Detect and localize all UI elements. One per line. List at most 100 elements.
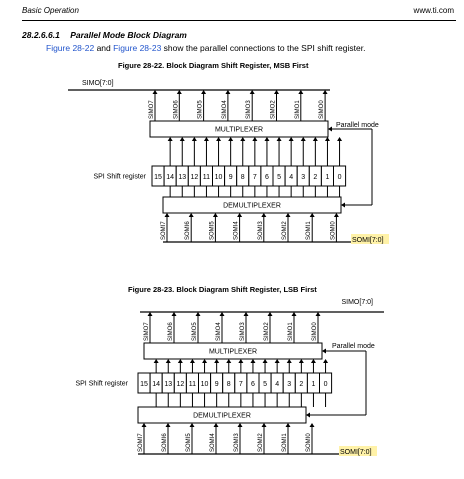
simo-pin-arrow-0-head bbox=[147, 312, 153, 316]
somi-pin-label: SOMI6 bbox=[162, 433, 168, 452]
somi-pin-arrow-7-head bbox=[309, 423, 315, 427]
somi-pin-arrow-5-head bbox=[285, 213, 291, 217]
simo-pin-arrow-1-head bbox=[171, 312, 177, 316]
header-site-link[interactable]: www.ti.com bbox=[413, 6, 454, 15]
somi-pin-label: SOMI7 bbox=[138, 433, 144, 452]
mux-to-reg-link-5-head bbox=[202, 359, 208, 363]
somi-bus-highlight bbox=[351, 234, 389, 244]
shift-register-bit-label: 14 bbox=[152, 381, 160, 388]
figure-caption-msb: Figure 28-22. Block Diagram Shift Regist… bbox=[118, 61, 309, 70]
simo-pin-label: SIMO6 bbox=[168, 322, 174, 341]
simo-pin-arrow-5-head bbox=[267, 312, 273, 316]
shift-register-bit-label: 7 bbox=[253, 174, 257, 181]
mux-to-reg-link-15-head bbox=[337, 137, 343, 141]
somi-pin-arrow-7-head bbox=[333, 213, 339, 217]
shift-register-bit-label: 10 bbox=[215, 174, 223, 181]
simo-pin-arrow-2-head bbox=[195, 312, 201, 316]
somi-pin-label: SOMI0 bbox=[330, 221, 336, 240]
mux-to-reg-link-10-head bbox=[262, 359, 268, 363]
simo-bus-label: SIMO[7:0] bbox=[341, 299, 373, 306]
section-title: Parallel Mode Block Diagram bbox=[70, 30, 187, 40]
figure-caption-lsb: Figure 28-23. Block Diagram Shift Regist… bbox=[128, 285, 317, 294]
shift-register-bit-label: 2 bbox=[313, 174, 317, 181]
mux-to-reg-link-3-head bbox=[191, 137, 197, 141]
shift-register-bit-label: 3 bbox=[287, 381, 291, 388]
demultiplexer-box bbox=[162, 196, 342, 214]
simo-pin-arrow-3-head bbox=[219, 312, 225, 316]
somi-bus-label: SOMI[7:0] bbox=[340, 449, 372, 456]
simo-pin-label: SIMO2 bbox=[271, 100, 277, 119]
somi-pin-label: SOMI1 bbox=[282, 433, 288, 452]
mux-to-reg-link-15-head bbox=[323, 359, 329, 363]
somi-pin-arrow-6-head bbox=[309, 213, 315, 217]
mux-to-reg-link-4-head bbox=[189, 359, 195, 363]
parallel-mode-demux-arrow-head bbox=[341, 202, 345, 208]
mux-to-reg-link-7-head bbox=[226, 359, 232, 363]
somi-pin-arrow-4-head bbox=[237, 423, 243, 427]
shift-register-bit-label: 9 bbox=[229, 174, 233, 181]
section-heading: 28.2.6.6.1 Parallel Mode Block Diagram bbox=[22, 30, 187, 40]
somi-pin-label: SOMI4 bbox=[234, 221, 240, 240]
parallel-mode-mux-arrow-head bbox=[322, 348, 326, 354]
simo-pin-arrow-3-head bbox=[225, 90, 231, 94]
somi-pin-arrow-6-head bbox=[285, 423, 291, 427]
simo-pin-arrow-0-head bbox=[152, 90, 158, 94]
shift-register-bit-label: 11 bbox=[203, 174, 210, 181]
shift-register-bit-label: 9 bbox=[215, 381, 219, 388]
simo-pin-label: SIMO0 bbox=[319, 100, 325, 119]
simo-bus-label: SIMO[7:0] bbox=[82, 80, 114, 87]
somi-pin-label: SOMI6 bbox=[185, 221, 191, 240]
somi-pin-arrow-0-head bbox=[141, 423, 147, 427]
simo-pin-label: SIMO2 bbox=[264, 322, 270, 341]
simo-pin-label: SIMO1 bbox=[288, 322, 294, 341]
shift-register-bit-label: 8 bbox=[241, 174, 245, 181]
mux-to-reg-link-6-head bbox=[214, 359, 220, 363]
simo-pin-arrow-4-head bbox=[249, 90, 255, 94]
somi-pin-label: SOMI1 bbox=[306, 221, 312, 240]
shift-register-bit-label: 13 bbox=[178, 174, 186, 181]
shift-register-bit-label: 5 bbox=[277, 174, 281, 181]
section-number: 28.2.6.6.1 bbox=[22, 30, 60, 40]
somi-pin-label: SOMI5 bbox=[209, 221, 215, 240]
mux-to-reg-link-8-head bbox=[238, 359, 244, 363]
somi-pin-label: SOMI2 bbox=[258, 433, 264, 452]
mux-to-reg-link-10-head bbox=[276, 137, 282, 141]
simo-pin-label: SIMO4 bbox=[216, 322, 222, 341]
demultiplexer-label: DEMULTIPLEXER bbox=[223, 203, 281, 210]
simo-pin-arrow-7-head bbox=[315, 312, 321, 316]
simo-pin-label: SIMO7 bbox=[149, 100, 155, 119]
shift-register-bit-label: 6 bbox=[265, 174, 269, 181]
simo-pin-arrow-4-head bbox=[243, 312, 249, 316]
shift-register-bit-label: 13 bbox=[164, 381, 172, 388]
shift-register-bit-label: 14 bbox=[166, 174, 174, 181]
simo-pin-label: SIMO4 bbox=[222, 100, 228, 119]
parallel-mode-label: Parallel mode bbox=[336, 122, 379, 129]
shift-register-bit-label: 7 bbox=[239, 381, 243, 388]
somi-pin-arrow-1-head bbox=[165, 423, 171, 427]
shift-register-bit-label: 0 bbox=[338, 174, 342, 181]
mux-to-reg-link-4-head bbox=[203, 137, 209, 141]
shift-register-bit-label: 0 bbox=[324, 381, 328, 388]
shift-register-bit-label: 8 bbox=[227, 381, 231, 388]
somi-bus-label: SOMI[7:0] bbox=[352, 237, 384, 244]
mux-to-reg-link-9-head bbox=[250, 359, 256, 363]
shift-register-bit-label: 1 bbox=[325, 174, 329, 181]
intro-text-mid: and bbox=[94, 43, 114, 53]
shift-register-bit-label: 5 bbox=[263, 381, 267, 388]
figure-link-28-22[interactable]: Figure 28-22 bbox=[46, 43, 95, 53]
somi-pin-arrow-3-head bbox=[213, 423, 219, 427]
shift-register-bit-label: 4 bbox=[275, 381, 279, 388]
somi-pin-label: SOMI3 bbox=[234, 433, 240, 452]
figure-link-28-23[interactable]: Figure 28-23 bbox=[113, 43, 162, 53]
mux-to-reg-link-13-head bbox=[298, 359, 304, 363]
simo-pin-label: SIMO1 bbox=[295, 100, 301, 119]
mux-to-reg-link-14-head bbox=[324, 137, 330, 141]
parallel-mode-demux-arrow-head bbox=[306, 412, 310, 418]
shift-register-bit-label: 11 bbox=[189, 381, 196, 388]
simo-pin-arrow-6-head bbox=[298, 90, 304, 94]
mux-to-reg-link-11-head bbox=[288, 137, 294, 141]
mux-to-reg-link-8-head bbox=[252, 137, 258, 141]
simo-pin-arrow-6-head bbox=[291, 312, 297, 316]
mux-to-reg-link-12-head bbox=[286, 359, 292, 363]
